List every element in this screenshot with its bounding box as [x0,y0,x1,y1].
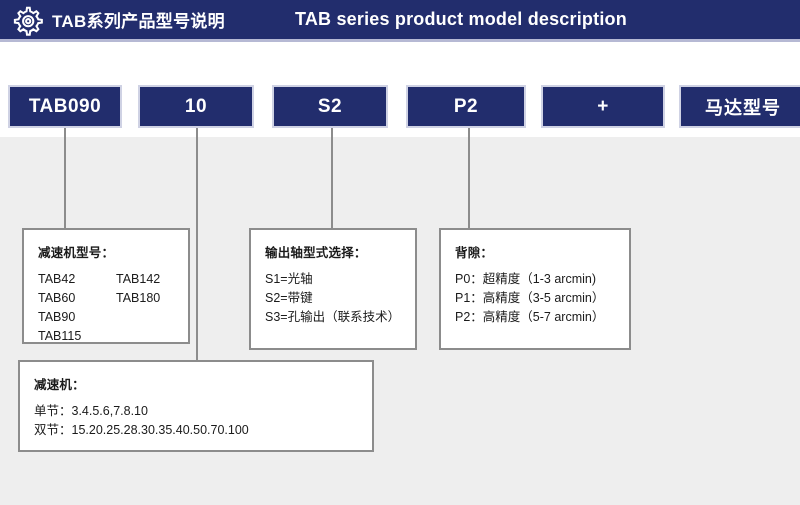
model-code-box-gearbox-model[interactable]: TAB090 [8,85,122,128]
gearbox-model-value: TAB115 [38,329,82,343]
description-title: 减速机： [34,378,85,392]
model-code-label: TAB090 [28,95,102,117]
gearbox-model-row: TAB42 TAB142 [38,270,174,289]
gearbox-model-value [116,327,174,346]
header-title-chinese: TAB系列产品型号说明 [52,12,225,31]
gearbox-model-value: TAB60 [38,291,76,305]
connector-line-backlash [468,128,470,228]
description-title: 减速机型号： [38,246,115,260]
model-code-box-ratio[interactable]: 10 [138,85,254,128]
gearbox-model-value: TAB90 [38,310,76,324]
gearbox-model-row: TAB60 TAB180 [38,289,174,308]
output-shaft-option: S3=孔输出（联系技术） [265,310,401,324]
model-code-box-output-shaft[interactable]: S2 [272,85,388,128]
page-header: TAB系列产品型号说明 TAB series product model des… [0,0,800,42]
description-box-ratio: 减速机： 单节：3.4.5.6,7.8.10 双节：15.20.25.28.30… [18,360,374,452]
model-code-label: 马达型号 [705,97,781,118]
model-code-box-backlash[interactable]: P2 [406,85,526,128]
gear-icon [13,6,43,36]
gearbox-model-value: TAB42 [38,272,76,286]
description-box-gearbox-model: 减速机型号： TAB42 TAB142 TAB60 TAB180 TAB90 T… [22,228,190,344]
description-title: 输出轴型式选择： [265,246,367,260]
model-code-label: + [597,95,609,117]
model-code-box-plus[interactable]: + [541,85,665,128]
model-code-label: 10 [184,95,208,117]
gearbox-model-value: TAB142 [116,272,161,286]
backlash-grade: P2：高精度（5-7 arcmin） [455,310,605,324]
model-code-label: P2 [453,95,479,117]
ratio-single-stage: 单节：3.4.5.6,7.8.10 [34,404,148,418]
header-title-english: TAB series product model description [294,9,627,29]
model-code-box-motor-model[interactable]: 马达型号 [679,85,800,128]
description-title: 背隙： [455,246,494,260]
gearbox-model-row: TAB115 [38,327,174,346]
backlash-grade: P0：超精度（1-3 arcmin) [455,272,596,286]
output-shaft-option: S2=带键 [265,291,313,305]
gearbox-model-value [116,308,174,327]
backlash-grade: P1：高精度（3-5 arcmin） [455,291,605,305]
connector-line-output-shaft [331,128,333,228]
ratio-double-stage: 双节：15.20.25.28.30.35.40.50.70.100 [34,423,249,437]
description-box-backlash: 背隙： P0：超精度（1-3 arcmin) P1：高精度（3-5 arcmin… [439,228,631,350]
connector-line-gearbox-model [64,128,66,228]
connector-line-ratio [196,128,198,360]
output-shaft-option: S1=光轴 [265,272,313,286]
gearbox-model-value: TAB180 [116,291,161,305]
gearbox-model-row: TAB90 [38,308,174,327]
model-code-label: S2 [317,95,343,117]
description-box-output-shaft: 输出轴型式选择： S1=光轴 S2=带键 S3=孔输出（联系技术） [249,228,417,350]
